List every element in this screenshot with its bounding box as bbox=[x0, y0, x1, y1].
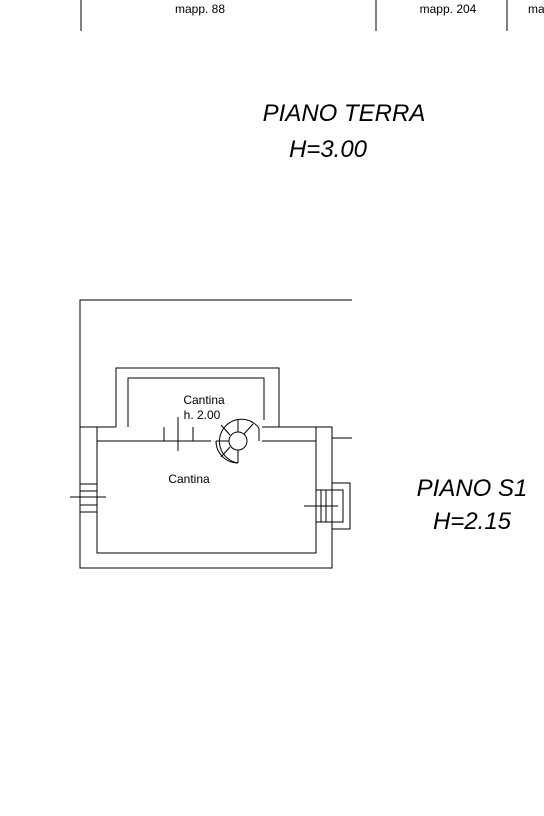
mapp-204-label: mapp. 204 bbox=[420, 2, 477, 16]
upper-room-name: Cantina bbox=[183, 393, 225, 407]
upper-room-height: h. 2.00 bbox=[184, 408, 221, 422]
opening-mark bbox=[163, 417, 194, 451]
piano-s1-title: PIANO S1 bbox=[417, 475, 528, 502]
outer-wall bbox=[79, 299, 352, 569]
main-room-name: Cantina bbox=[168, 472, 210, 486]
left-window bbox=[70, 483, 106, 513]
right-window bbox=[304, 482, 351, 530]
piano-terra-height: H=3.00 bbox=[289, 136, 368, 163]
piano-terra-title: PIANO TERRA bbox=[263, 100, 426, 127]
spiral-staircase bbox=[215, 418, 260, 464]
mapp-cut-label: ma bbox=[528, 2, 544, 16]
upper-cantina-walls bbox=[97, 367, 333, 442]
piano-s1-height: H=2.15 bbox=[433, 508, 512, 535]
mapp-88-label: mapp. 88 bbox=[175, 2, 225, 16]
